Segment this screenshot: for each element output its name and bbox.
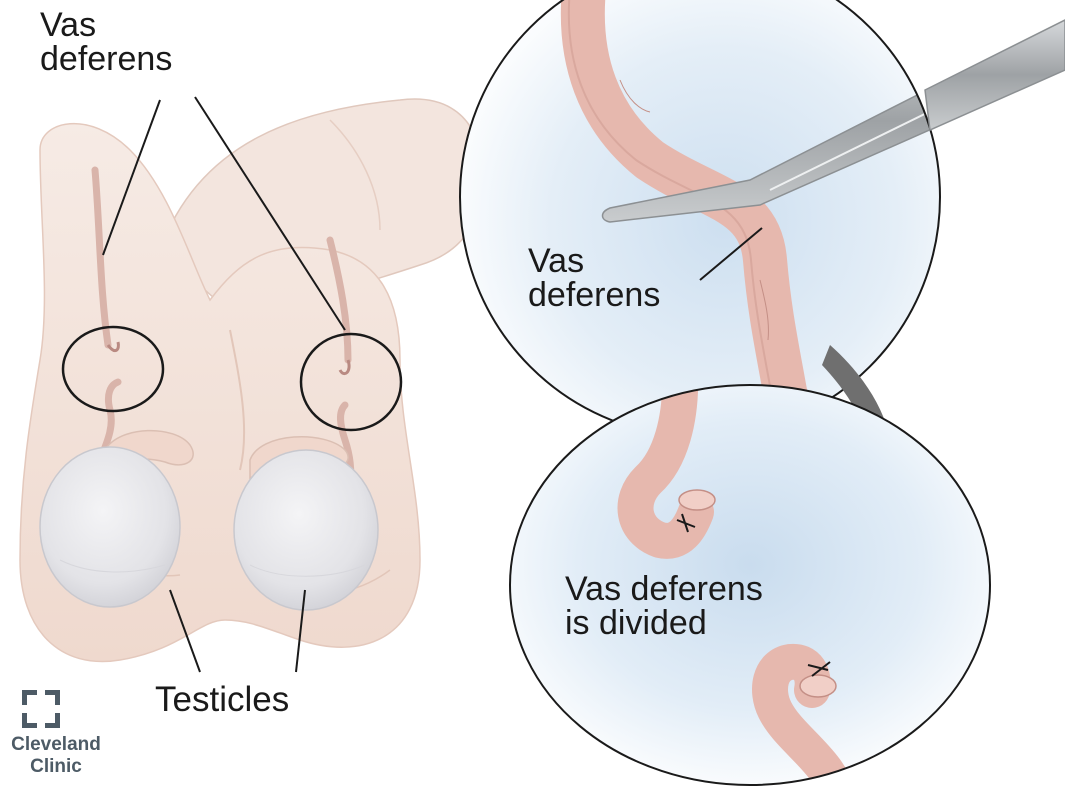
testicle-right [234,450,378,610]
label-line: deferens [528,278,660,312]
label-line: Vas [528,244,660,278]
logo-wordmark: Cleveland Clinic [0,734,126,779]
label-vas-deferens-divided: Vas deferens is divided [565,572,763,640]
logo-line: Clinic [0,756,126,778]
label-line: Vas deferens [565,572,763,606]
cut-end-upper [679,490,715,510]
label-vas-deferens-left: Vas deferens [40,8,172,76]
cleveland-clinic-logo: Cleveland Clinic [0,690,120,787]
logo-line: Cleveland [0,734,126,756]
label-line: deferens [40,42,172,76]
label-line: Vas [40,8,172,42]
anatomy-left [20,97,483,672]
cleveland-clinic-cross-icon [22,690,60,728]
testicle-left [40,447,180,607]
label-testicles: Testicles [155,682,289,717]
label-vas-deferens-zoom: Vas deferens [528,244,660,312]
zoom-bubble-top [460,0,1065,437]
label-line: is divided [565,606,763,640]
cut-end-lower [800,675,836,697]
